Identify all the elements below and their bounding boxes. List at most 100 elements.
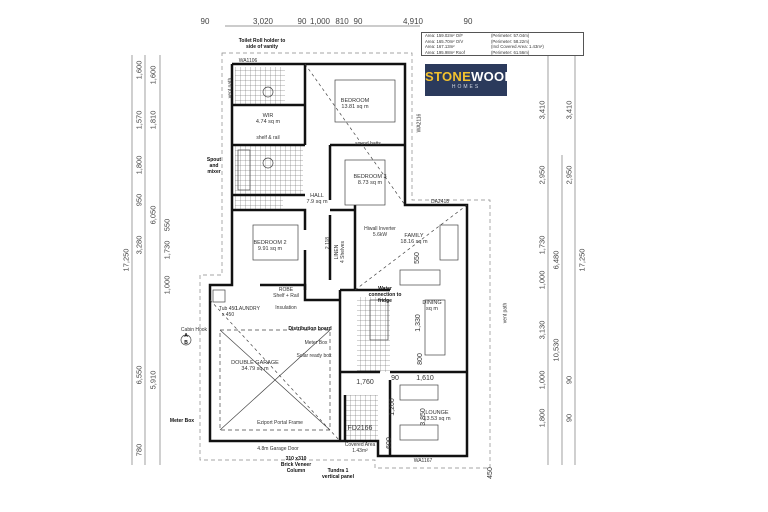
dim-right: 3,130 xyxy=(537,320,547,340)
dim-lounge-width: 1,610 xyxy=(416,375,434,382)
dim-top: 90 xyxy=(200,17,210,26)
window-code: WA1167 xyxy=(413,458,433,464)
dim-right: 3,410 xyxy=(564,100,574,120)
area-row: Area: 167.13m² (Incl Covered Area: 1.43m²… xyxy=(425,44,580,50)
dim-right: 10,530 xyxy=(551,338,561,362)
dim-left: 6,550 xyxy=(134,365,144,385)
area-note: (Perimeter: 58.22m) xyxy=(491,38,530,44)
dim-left: 1,000 xyxy=(162,275,172,295)
dim-top: 810 xyxy=(335,17,349,26)
area-row: Area: 165.70m² O/V (Perimeter: 58.22m) xyxy=(425,39,580,45)
note-eziport: Eziport Portal Frame xyxy=(257,420,303,426)
section-marker-b: B xyxy=(184,340,188,346)
dim-top: 3,020 xyxy=(252,17,274,26)
door-code: DA2418 xyxy=(430,199,450,205)
area-note: (Incl Covered Area: 1.43m²) xyxy=(491,44,544,50)
dim-top: 1,000 xyxy=(309,17,331,26)
dim-right: 90 xyxy=(564,375,574,385)
note-column: 310 x310 Brick Veneer Column xyxy=(280,456,312,474)
section-marker-a: A xyxy=(184,333,188,339)
dim-lounge: 600 xyxy=(385,437,393,449)
dim-top: 90 xyxy=(297,17,307,26)
note-vent-path: vent path xyxy=(502,302,509,324)
room-laundry: LAUNDRY xyxy=(236,306,260,312)
dim-right: 1,000 xyxy=(537,370,547,390)
note-distribution-board: Distribution board xyxy=(288,326,332,332)
note-solar-box: Solar ready box xyxy=(296,353,332,359)
dim-lounge: 1,200 xyxy=(388,398,396,416)
logo-text: WOOD xyxy=(471,69,515,84)
area-value: Area: 195.98m² Roof xyxy=(425,49,465,55)
door-code: FD2166 xyxy=(347,425,373,432)
dim-left: 6,050 xyxy=(148,205,158,225)
dim-right: 2,950 xyxy=(537,165,547,185)
area-note: (Perimeter: 57.04m) xyxy=(491,33,530,38)
window-code: WA1106 xyxy=(238,58,258,64)
dim-right: 2,950 xyxy=(564,165,574,185)
walls xyxy=(208,62,469,458)
dim-left: 1,600 xyxy=(148,65,158,85)
note-cabin-hook: Cabin Hook xyxy=(180,327,208,333)
logo-tagline: HOMES xyxy=(451,84,481,90)
dim-left: 5,910 xyxy=(148,370,158,390)
note-water: Water connection to fridge xyxy=(368,286,402,304)
dim-right: 3,410 xyxy=(537,100,547,120)
dim-left: 780 xyxy=(134,443,144,457)
dim-left: 1,800 xyxy=(134,155,144,175)
dim-entry: 1,760 xyxy=(356,379,374,386)
logo-text: STONE xyxy=(425,69,472,84)
area-note: (Perimeter: 61.56m) xyxy=(491,49,530,55)
dim-left: 550 xyxy=(162,218,172,232)
note-toilet-roll: Toilet Roll holder to side of vanity xyxy=(238,38,286,50)
dim-left: 950 xyxy=(134,193,144,207)
note-hiwall: Hiwall Inverter 5.6kW xyxy=(364,226,396,238)
dimension-lines xyxy=(131,25,576,465)
dim-right: 1,800 xyxy=(537,408,547,428)
note-vent-path: vent path xyxy=(227,77,234,99)
dim-top: 90 xyxy=(463,17,473,26)
dim-550: 550 xyxy=(413,252,421,264)
dim-kitchen: 800 xyxy=(416,353,424,365)
dim-450: 450 xyxy=(486,467,494,479)
dim-left-total: 17,250 xyxy=(121,248,131,272)
dim-90: 90 xyxy=(391,375,399,382)
note-garage-door: 4.8m Garage Door xyxy=(257,446,299,452)
dim-hall: 2,118 xyxy=(325,236,332,250)
note-tub: Tub 450 x 450 xyxy=(218,306,238,318)
note-spout: Spout and mixer xyxy=(206,157,222,175)
area-value: Area: 159.02m² O/F xyxy=(425,33,463,38)
dim-right: 6,480 xyxy=(551,250,561,270)
note-tundra: Tundra 1 vertical panel xyxy=(322,468,354,480)
dim-right: 1,730 xyxy=(537,235,547,255)
dim-kitchen: 1,330 xyxy=(414,314,422,332)
dim-left: 1,570 xyxy=(134,110,144,130)
note-meter-box-inner: Meter Box xyxy=(304,340,328,346)
dim-top: 90 xyxy=(353,17,363,26)
stonewood-logo: STONEWOOD HOMES xyxy=(425,64,514,96)
area-value: Area: 165.70m² O/V xyxy=(425,38,464,44)
dim-right: 1,000 xyxy=(537,270,547,290)
area-row: Area: 159.02m² O/F (Perimeter: 57.04m) xyxy=(425,33,580,39)
fixtures xyxy=(180,63,468,442)
note-sound-batts: sound batts xyxy=(355,141,381,147)
area-value: Area: 167.13m² xyxy=(425,44,455,50)
window-code: WA2116 xyxy=(416,113,423,133)
note-meter-box: Meter Box xyxy=(169,418,195,424)
dim-left: 3,280 xyxy=(134,235,144,255)
dim-left: 1,730 xyxy=(162,240,172,260)
dim-lounge: 3,850 xyxy=(419,408,427,426)
tiled-areas xyxy=(235,67,390,440)
